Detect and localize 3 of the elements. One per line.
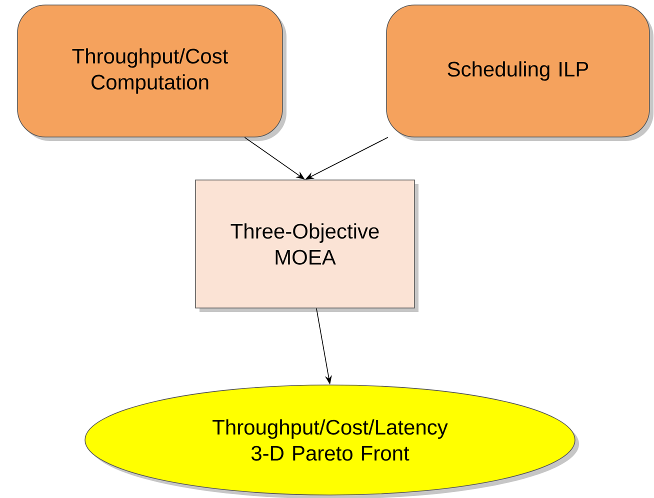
process-box: Throughput/Cost Computation — [17, 4, 286, 141]
process-box: Three-Objective MOEA — [195, 180, 418, 312]
process-box: Scheduling ILP — [386, 4, 654, 141]
